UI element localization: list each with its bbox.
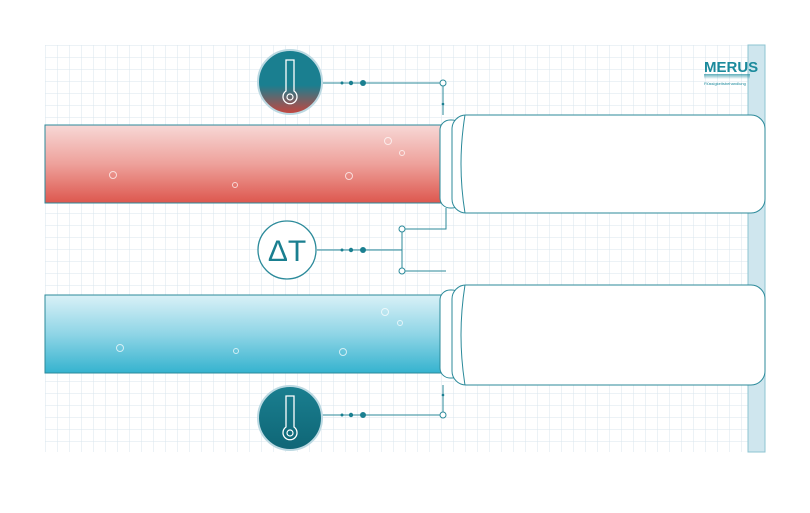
wiring-nodes [398,79,447,419]
cold-pipe [44,284,766,386]
merus-logo: MERUS Flüssigkeitsbehandlung [704,59,758,86]
delta-t-label: ΔT [268,235,306,268]
grid-background [45,45,765,452]
logo-reflection [704,74,750,79]
thermometer-icon-cold [257,385,323,451]
wiring-dots [340,80,445,418]
thermometer-icon-hot [257,49,323,115]
logo-subtitle: Flüssigkeitsbehandlung [704,81,746,86]
delta-t-indicator: ΔT [257,220,317,280]
hot-pipe [44,114,766,214]
logo-name: MERUS [704,59,758,76]
right-wall [747,44,766,453]
